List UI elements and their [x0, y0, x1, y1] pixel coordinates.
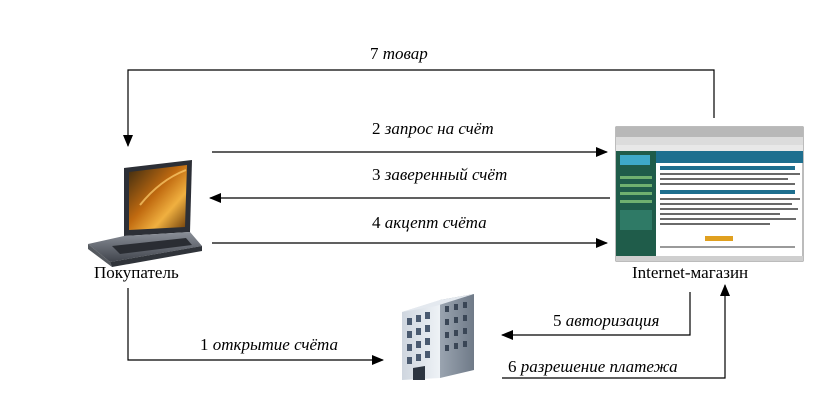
- step-2-number: 2: [372, 119, 381, 138]
- step-1-label: 1 открытие счёта: [200, 336, 338, 353]
- step-7-number: 7: [370, 44, 379, 63]
- step-5-label: 5 авторизация: [553, 312, 659, 329]
- arrow-step-5: [501, 292, 691, 340]
- step-5-text: авторизация: [565, 311, 660, 330]
- step-4-text: акцепт счёта: [384, 213, 487, 232]
- step-2-text: запрос на счёт: [384, 119, 494, 138]
- step-3-number: 3: [372, 165, 381, 184]
- step-7-text: товар: [382, 44, 428, 63]
- step-4-number: 4: [372, 213, 381, 232]
- step-4-label: 4 акцепт счёта: [372, 214, 487, 231]
- arrow-step-7: [123, 69, 715, 147]
- step-3-label: 3 заверенный счёт: [372, 166, 507, 183]
- step-6-text: разрешение платежа: [520, 357, 678, 376]
- shop-label: Internet-магазин: [632, 263, 749, 282]
- step-1-text: открытие счёта: [212, 335, 339, 354]
- step-6-number: 6: [508, 357, 517, 376]
- arrow-step-1: [127, 288, 384, 365]
- step-6-label: 6 разрешение платежа: [508, 358, 678, 375]
- step-1-number: 1: [200, 335, 209, 354]
- step-3-text: заверенный счёт: [384, 165, 508, 184]
- arrow-step-6: [502, 284, 730, 379]
- laptop-icon: [88, 160, 202, 267]
- buyer-label: Покупатель: [94, 263, 179, 282]
- web-page-screenshot-icon: [615, 126, 804, 262]
- office-building-icon: [402, 294, 474, 380]
- step-7-label: 7 товар: [370, 45, 428, 62]
- step-2-label: 2 запрос на счёт: [372, 120, 494, 137]
- step-5-number: 5: [553, 311, 562, 330]
